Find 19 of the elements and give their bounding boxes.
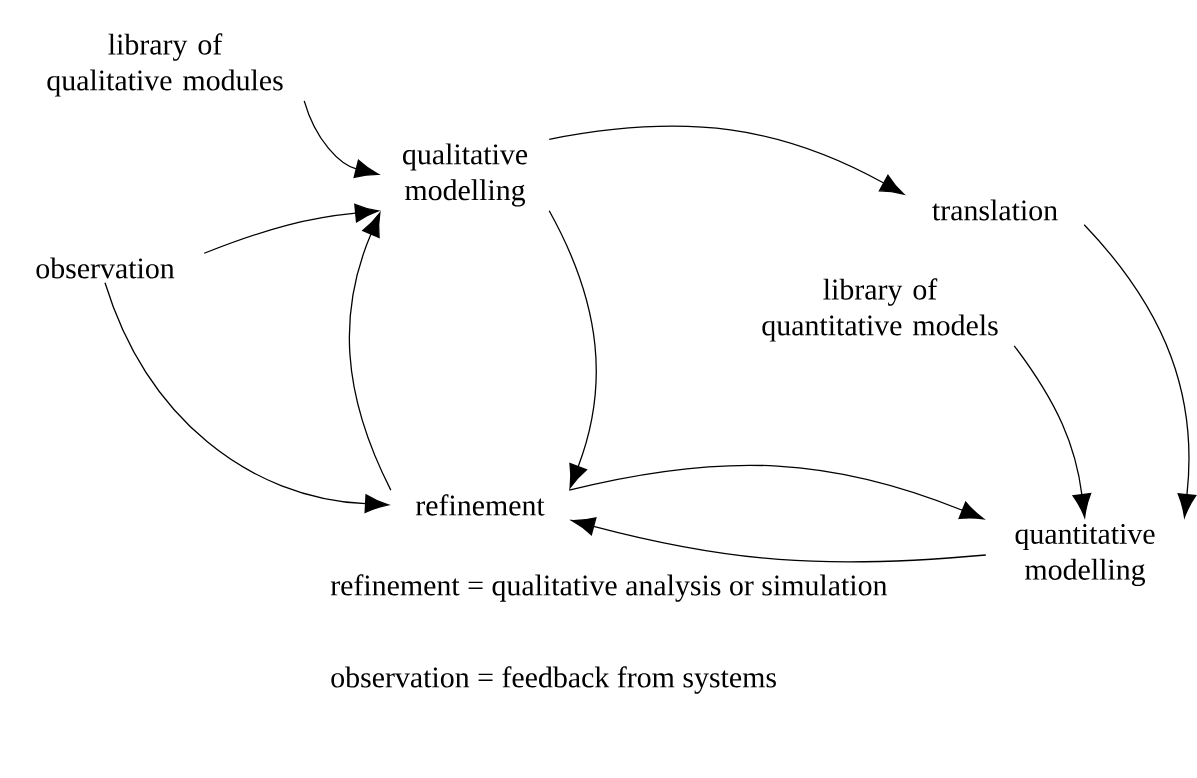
- arrow: [568, 464, 985, 520]
- node-label: library of qualitative modules: [47, 33, 283, 97]
- arrow: [1013, 345, 1092, 518]
- arrow: [203, 203, 379, 254]
- arrow: [548, 125, 905, 195]
- node-label: translation: [932, 199, 1058, 221]
- legend-note: refinement = qualitative analysis or simulation: [330, 574, 888, 602]
- arrow: [571, 517, 987, 563]
- node-label: quantitative modelling: [1015, 523, 1155, 587]
- legend-note: observation = feedback from systems: [331, 666, 776, 694]
- arrow: [548, 210, 597, 489]
- arrow: [1083, 224, 1197, 518]
- arrow: [348, 212, 392, 491]
- arrow: [104, 282, 389, 514]
- node-label: refinement: [415, 494, 545, 516]
- node-label: library of quantitative models: [762, 278, 998, 342]
- node-label: observation: [36, 257, 175, 279]
- node-label: qualitative modelling: [403, 143, 528, 207]
- arrow: [303, 100, 379, 179]
